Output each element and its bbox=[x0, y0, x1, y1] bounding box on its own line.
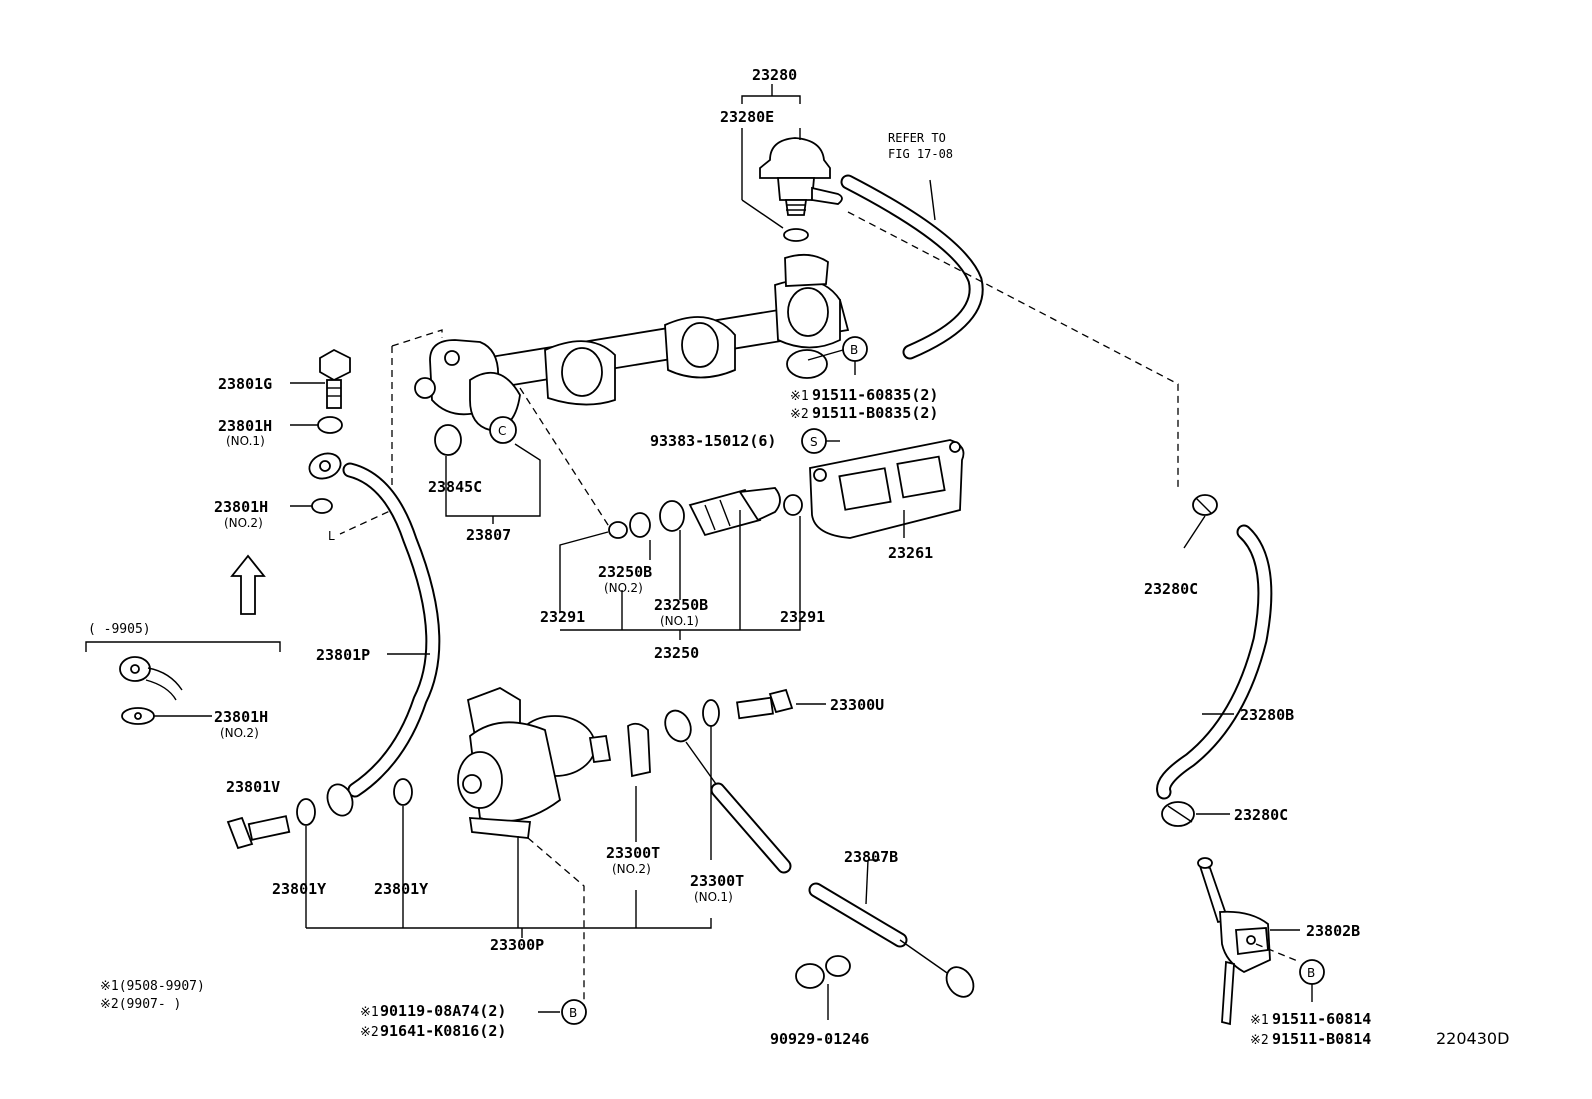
fuel-filter bbox=[457, 687, 612, 839]
marker-s: S bbox=[810, 435, 818, 449]
label-23250b-no2-sub: (NO.2) bbox=[604, 581, 643, 595]
label-23280c-top: 23280C bbox=[1144, 580, 1198, 598]
fuel-hose-23807b bbox=[664, 709, 975, 998]
label-23280c-bottom: 23280C bbox=[1234, 806, 1288, 824]
circle-c-marker bbox=[489, 416, 517, 444]
fuel-inlet-pipe bbox=[308, 452, 441, 817]
fuel-delivery-pipe bbox=[414, 253, 850, 431]
delivery-pipe-o-ring bbox=[434, 424, 462, 456]
label-23291-left: 23291 bbox=[540, 608, 585, 626]
label-23845c: 23845C bbox=[428, 478, 482, 496]
label-23801h-no2-sub: (NO.2) bbox=[224, 516, 263, 530]
marker-b-vsv: B bbox=[1307, 966, 1315, 980]
union-bolt-23801g bbox=[319, 348, 351, 409]
regulator-o-ring bbox=[783, 228, 809, 242]
old-type-union bbox=[119, 656, 183, 725]
marker-c: C bbox=[498, 424, 506, 438]
label-90929-01246: 90929-01246 bbox=[770, 1030, 869, 1048]
label-23801v: 23801V bbox=[226, 778, 280, 796]
union-bolt-23300u bbox=[736, 688, 794, 720]
legend-note1: ※1(9508-9907) bbox=[100, 979, 205, 994]
label-23280b: 23280B bbox=[1240, 706, 1294, 724]
gasket-23801y-a bbox=[296, 798, 316, 826]
note1-marker-top: ※1 bbox=[790, 389, 809, 404]
figure-code: 220430D bbox=[1436, 1029, 1509, 1048]
marker-b-top: B bbox=[850, 343, 858, 357]
label-91511-60835: 91511-60835(2) bbox=[812, 386, 938, 404]
fuel-injector bbox=[688, 487, 781, 537]
up-arrow-icon bbox=[230, 554, 266, 615]
label-23250: 23250 bbox=[654, 644, 699, 662]
injector-o-ring-no2 bbox=[629, 512, 651, 538]
hose-clip-23280c-top bbox=[1192, 494, 1218, 516]
note2-marker-top: ※2 bbox=[790, 407, 809, 422]
hose-clip-23280c-bottom bbox=[1161, 801, 1195, 827]
label-23807b: 23807B bbox=[844, 848, 898, 866]
gasket-23801h-no2 bbox=[311, 498, 333, 514]
label-23250b-no2: 23250B bbox=[598, 563, 652, 581]
refer-note-line1: REFER TO bbox=[888, 131, 946, 145]
label-93383-15012: 93383-15012(6) bbox=[650, 432, 776, 450]
label-90119-08a74: 90119-08A74(2) bbox=[380, 1002, 506, 1020]
note2-marker-filter: ※2 bbox=[360, 1025, 379, 1040]
marker-b-filter: B bbox=[569, 1006, 577, 1020]
injector-grommet-a bbox=[608, 521, 628, 539]
injector-insulator bbox=[809, 439, 965, 539]
label-23250b-no1-sub: (NO.1) bbox=[660, 614, 699, 628]
label-23280e: 23280E bbox=[720, 108, 774, 126]
vsv-assembly-23802b bbox=[1197, 857, 1271, 1026]
label-23802b: 23802B bbox=[1306, 922, 1360, 940]
label-91511-b0835: 91511-B0835(2) bbox=[812, 404, 938, 422]
label-23801y-right: 23801Y bbox=[374, 880, 428, 898]
label-23801h-no1: 23801H bbox=[218, 417, 272, 435]
label-23801g: 23801G bbox=[218, 375, 272, 393]
note1-marker-filter: ※1 bbox=[360, 1005, 379, 1020]
gasket-23801y-b bbox=[393, 778, 413, 806]
label-23300t-no2-sub: (NO.2) bbox=[612, 862, 651, 876]
range-label: ( -9905) bbox=[88, 622, 151, 637]
label-23801h-no2-old: 23801H bbox=[214, 708, 268, 726]
label-23280: 23280 bbox=[752, 66, 797, 84]
refer-note-line2: FIG 17-08 bbox=[888, 147, 953, 161]
label-23801y-left: 23801Y bbox=[272, 880, 326, 898]
pressure-regulator bbox=[759, 137, 843, 216]
label-23801p: 23801P bbox=[316, 646, 370, 664]
label-23801h-no1-sub: (NO.1) bbox=[226, 434, 265, 448]
label-23300t-no2: 23300T bbox=[606, 844, 660, 862]
label-91511-b0814: 91511-B0814 bbox=[1272, 1030, 1371, 1048]
gasket-23801h-no1 bbox=[317, 416, 343, 434]
label-23801h-no2-old-sub: (NO.2) bbox=[220, 726, 259, 740]
legend-note2: ※2(9907- ) bbox=[100, 997, 181, 1012]
note2-marker-vsv: ※2 bbox=[1250, 1033, 1269, 1048]
gasket-23300t-no1 bbox=[702, 699, 720, 727]
label-23807: 23807 bbox=[466, 526, 511, 544]
marker-l: L bbox=[328, 529, 335, 543]
label-91511-60814: 91511-60814 bbox=[1272, 1010, 1371, 1028]
label-23261: 23261 bbox=[888, 544, 933, 562]
injector-grommet-b bbox=[783, 494, 803, 516]
injector-o-ring-no1 bbox=[659, 500, 685, 532]
union-bolt-23801v bbox=[226, 815, 291, 850]
label-23250b-no1: 23250B bbox=[654, 596, 708, 614]
hose-clamp-90929 bbox=[795, 955, 851, 989]
label-23300p: 23300P bbox=[490, 936, 544, 954]
filter-clamp bbox=[627, 722, 651, 778]
circle-b-marker-filter bbox=[561, 999, 587, 1025]
label-23801h-no2: 23801H bbox=[214, 498, 268, 516]
label-23300t-no1: 23300T bbox=[690, 872, 744, 890]
label-23291-right: 23291 bbox=[780, 608, 825, 626]
label-91641-k0816: 91641-K0816(2) bbox=[380, 1022, 506, 1040]
label-23300t-no1-sub: (NO.1) bbox=[694, 890, 733, 904]
label-23300u: 23300U bbox=[830, 696, 884, 714]
note1-marker-vsv: ※1 bbox=[1250, 1013, 1269, 1028]
